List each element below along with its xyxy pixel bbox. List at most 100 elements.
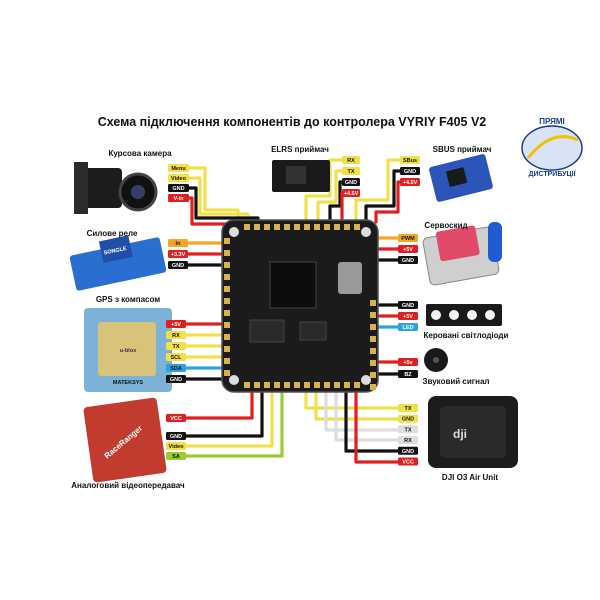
gps-pin-tag: SDA xyxy=(166,364,186,372)
wire-vtx-sa xyxy=(184,388,284,458)
vtx-pin-tag-bg xyxy=(166,452,186,460)
led-dot xyxy=(431,310,441,320)
servo-pin-tag: GND xyxy=(398,256,418,264)
fc-component xyxy=(249,319,285,343)
leds-label: Керовані світлодіоди xyxy=(424,331,509,340)
fc-solder-pad xyxy=(284,382,290,388)
fc-solder-pad xyxy=(274,224,280,230)
gps-label: GPS з компасом xyxy=(96,295,160,304)
fc-solder-pad xyxy=(344,382,350,388)
fc-solder-pad xyxy=(324,224,330,230)
buzzer-pin-tag-bg xyxy=(398,358,418,366)
fc-solder-pad xyxy=(224,262,230,268)
elrs-pin-tag: GND xyxy=(342,178,360,186)
fc-pad-row-bottom xyxy=(244,382,360,388)
servo-pin-tag: PWM xyxy=(398,234,418,242)
camera-pin-tag-bg xyxy=(168,194,189,202)
camera-pin-label: Menu xyxy=(171,166,185,172)
vtx-body xyxy=(83,397,167,483)
relay-device: SONGLE Силове реле xyxy=(69,229,167,291)
gps-pin-tag-bg xyxy=(166,331,186,339)
relay-pin-tag-bg xyxy=(168,261,188,269)
vtx-device: RaceRanger Аналоговий відеопередавач xyxy=(71,397,185,490)
distributor-logo: ПРЯМІ ДИСТРИБУЦІЇ xyxy=(521,117,583,178)
elrs-pin-label: TX xyxy=(347,169,354,175)
fc-solder-pad xyxy=(224,346,230,352)
fc-mount-hole xyxy=(361,227,371,237)
dji-pin-tag: TX xyxy=(398,425,418,434)
wire-dji-vcc xyxy=(354,388,400,464)
dji-pin-tag: VCC xyxy=(398,457,418,466)
buzzer-device: Звуковий сигнал xyxy=(422,348,490,386)
gps-pin-label: SDA xyxy=(170,366,182,372)
dji-unit-panel xyxy=(440,406,506,458)
wire-dji-tx1 xyxy=(304,388,400,410)
gps-pin-tag-bg xyxy=(166,375,186,383)
gps-pin-tag: SCL xyxy=(166,353,186,361)
fc-solder-pad xyxy=(294,224,300,230)
gps-pin-label: +5V xyxy=(171,322,181,328)
wire-sbus-45v xyxy=(374,180,402,224)
wire-vtx-video xyxy=(184,388,274,448)
fc-solder-pad xyxy=(244,224,250,230)
vtx-pin-tag-bg xyxy=(166,442,186,450)
relay-pin-label: +3.3V xyxy=(171,252,186,258)
servo-pin-tag-bg xyxy=(398,245,418,253)
elrs-pin-label: RX xyxy=(347,158,355,164)
elrs-pin-tag-bg xyxy=(342,156,360,164)
fc-solder-pad xyxy=(224,334,230,340)
fc-solder-pad xyxy=(224,310,230,316)
dji-logo: dji xyxy=(453,427,467,441)
fc-solder-pad xyxy=(274,382,280,388)
camera-pin-tag: V-in xyxy=(168,194,189,202)
fc-solder-pad xyxy=(370,324,376,330)
fc-solder-pad xyxy=(254,224,260,230)
gps-pin-label: TX xyxy=(172,344,179,350)
gps-pin-label: GND xyxy=(170,377,182,383)
gps-pin-tag-bg xyxy=(166,342,186,350)
gps-pin-tag: +5V xyxy=(166,320,186,328)
vtx-pin-label: VCC xyxy=(170,416,182,422)
camera-label: Курсова камера xyxy=(108,149,172,158)
fc-solder-pad xyxy=(314,224,320,230)
vtx-label: Аналоговий відеопередавач xyxy=(71,481,185,490)
leds-pin-label: GND xyxy=(402,303,414,309)
sbus-pin-tag-bg xyxy=(400,156,420,164)
sbus-device: SBUS приймач xyxy=(429,145,493,202)
vtx-pin-tag-bg xyxy=(166,432,186,440)
servo-pin-tag: +5V xyxy=(398,245,418,253)
dji-label: DJI O3 Air Unit xyxy=(442,473,498,482)
fc-solder-pad xyxy=(224,322,230,328)
buzzer-label: Звуковий сигнал xyxy=(422,377,489,386)
dji-pin-tag: TX xyxy=(398,404,418,412)
fc-solder-pad xyxy=(354,224,360,230)
camera-device: Курсова камера xyxy=(74,149,172,214)
vtx-pin-tag: VCC xyxy=(166,414,186,422)
leds-pin-tag-bg xyxy=(398,312,418,320)
fc-solder-pad xyxy=(370,384,376,390)
fc-solder-pad xyxy=(254,382,260,388)
gps-pin-tag: GND xyxy=(166,375,186,383)
elrs-pin-tag: +4.5V xyxy=(342,189,360,197)
camera-pin-tag: Video xyxy=(168,174,189,182)
relay-block xyxy=(98,235,133,263)
sbus-pin-tag-bg xyxy=(400,167,420,175)
elrs-pin-tag-bg xyxy=(342,178,360,186)
dji-device: dji DJI O3 Air Unit xyxy=(428,396,518,482)
elrs-chip xyxy=(286,166,306,184)
dji-pin-tag-bg xyxy=(398,414,418,423)
fc-solder-pad xyxy=(224,298,230,304)
buzzer-pin-tag: +5v xyxy=(398,358,418,366)
sbus-label: SBUS приймач xyxy=(433,145,492,154)
elrs-pin-label: GND xyxy=(345,180,357,186)
dji-pin-tag-bg xyxy=(398,425,418,434)
fc-solder-pad xyxy=(370,372,376,378)
led-dot xyxy=(485,310,495,320)
buzzer-pin-label: +5v xyxy=(403,360,413,366)
fc-solder-pad xyxy=(304,224,310,230)
fc-solder-pad xyxy=(264,224,270,230)
leds-pin-label: +5V xyxy=(403,314,413,320)
fc-mount-hole xyxy=(229,227,239,237)
relay-pin-label: In xyxy=(176,241,182,247)
